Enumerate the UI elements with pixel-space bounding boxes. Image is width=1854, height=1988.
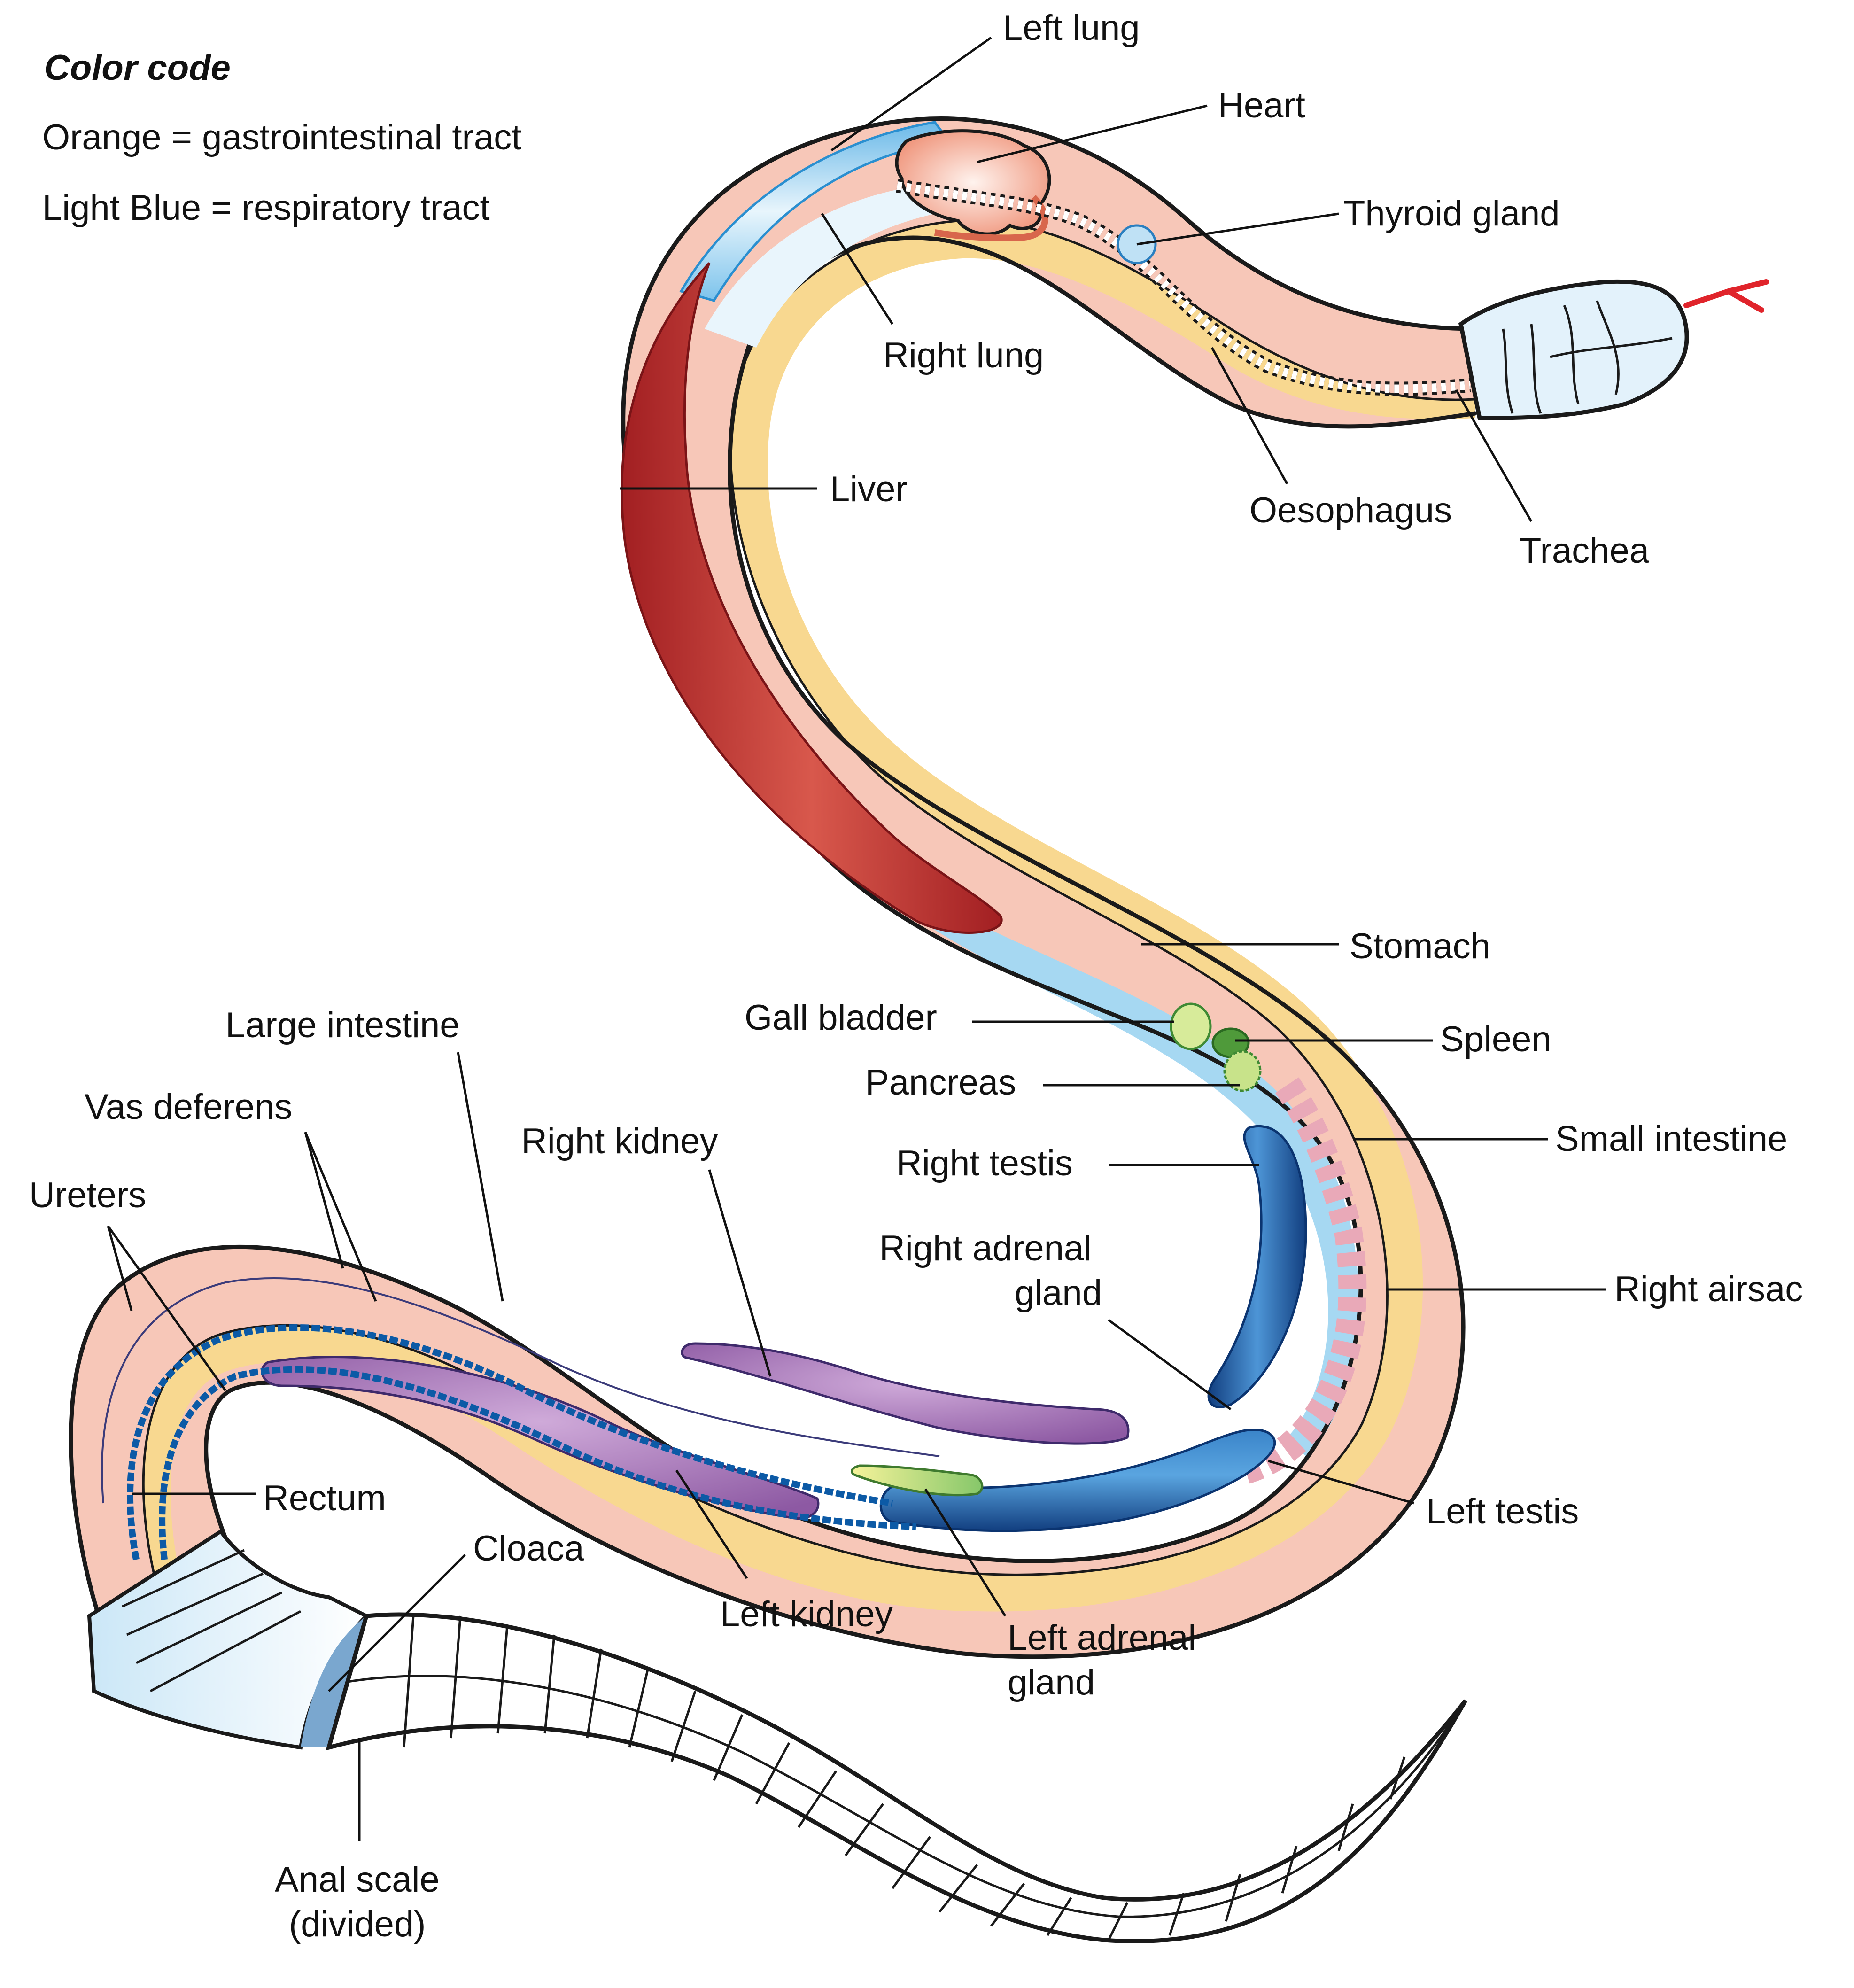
- cloaca-scales: [87, 1529, 370, 1750]
- right-kidney: [681, 1342, 1130, 1445]
- vas-deferens: [127, 1324, 893, 1561]
- label-anal-scale-line2: (divided): [289, 1904, 426, 1944]
- label-spleen: Spleen: [1440, 1019, 1551, 1059]
- label-oesophagus: Oesophagus: [1249, 490, 1452, 530]
- trachea-rings: [896, 179, 1471, 396]
- labels: Left lung Heart Thyroid gland Right lung…: [29, 8, 1803, 1944]
- label-ureters: Ureters: [29, 1175, 146, 1215]
- pancreas: [1223, 1050, 1262, 1092]
- right-lung: [705, 183, 972, 348]
- cloaca: [301, 1616, 366, 1747]
- label-left-kidney: Left kidney: [720, 1594, 893, 1634]
- label-right-kidney: Right kidney: [521, 1121, 718, 1161]
- gall-bladder: [1170, 1002, 1212, 1050]
- label-right-adrenal-gland-line2: gland: [1015, 1273, 1102, 1313]
- label-small-intestine: Small intestine: [1555, 1119, 1787, 1159]
- label-right-lung: Right lung: [883, 335, 1044, 375]
- vas-deferens-2: [159, 1366, 916, 1560]
- label-anal-scale: Anal scale: [275, 1860, 440, 1900]
- label-left-lung: Left lung: [1003, 8, 1140, 48]
- small-intestine: [1241, 1077, 1367, 1484]
- label-right-adrenal-gland: Right adrenal: [879, 1228, 1092, 1268]
- label-rectum: Rectum: [263, 1478, 386, 1518]
- leader-lines: [107, 36, 1606, 1841]
- label-right-airsac: Right airsac: [1614, 1269, 1803, 1309]
- label-cloaca: Cloaca: [473, 1529, 584, 1569]
- tail: [326, 1612, 1467, 1944]
- liver: [621, 262, 1003, 934]
- respiratory-band: [892, 874, 1358, 1456]
- body-outline-inner: [204, 235, 1477, 1659]
- label-left-adrenal-gland: Left adrenal: [1008, 1618, 1196, 1658]
- color-code-legend: Color code Orange = gastrointestinal tra…: [42, 48, 521, 228]
- label-pancreas: Pancreas: [865, 1063, 1016, 1103]
- label-trachea: Trachea: [1520, 531, 1650, 571]
- legend-item-light-blue: Light Blue = respiratory tract: [42, 188, 490, 228]
- left-adrenal-gland: [851, 1464, 984, 1497]
- head: [1458, 279, 1689, 420]
- right-testis: [1207, 1125, 1307, 1408]
- ureters: [101, 1277, 940, 1504]
- label-vas-deferens: Vas deferens: [85, 1087, 292, 1127]
- label-thyroid-gland: Thyroid gland: [1343, 194, 1560, 233]
- label-gall-bladder: Gall bladder: [745, 998, 937, 1038]
- legend-title: Color code: [44, 48, 231, 88]
- label-large-intestine: Large intestine: [225, 1005, 460, 1045]
- label-left-adrenal-gland-line2: gland: [1008, 1662, 1095, 1702]
- label-left-testis: Left testis: [1426, 1491, 1579, 1531]
- gi-tract-band: [143, 220, 1475, 1612]
- legend-item-orange: Orange = gastrointestinal tract: [42, 117, 521, 157]
- tongue: [1683, 279, 1769, 313]
- label-heart: Heart: [1218, 85, 1305, 125]
- snake-body: [69, 116, 1477, 1659]
- label-stomach: Stomach: [1350, 926, 1490, 966]
- label-liver: Liver: [830, 469, 908, 509]
- label-right-testis: Right testis: [896, 1143, 1073, 1183]
